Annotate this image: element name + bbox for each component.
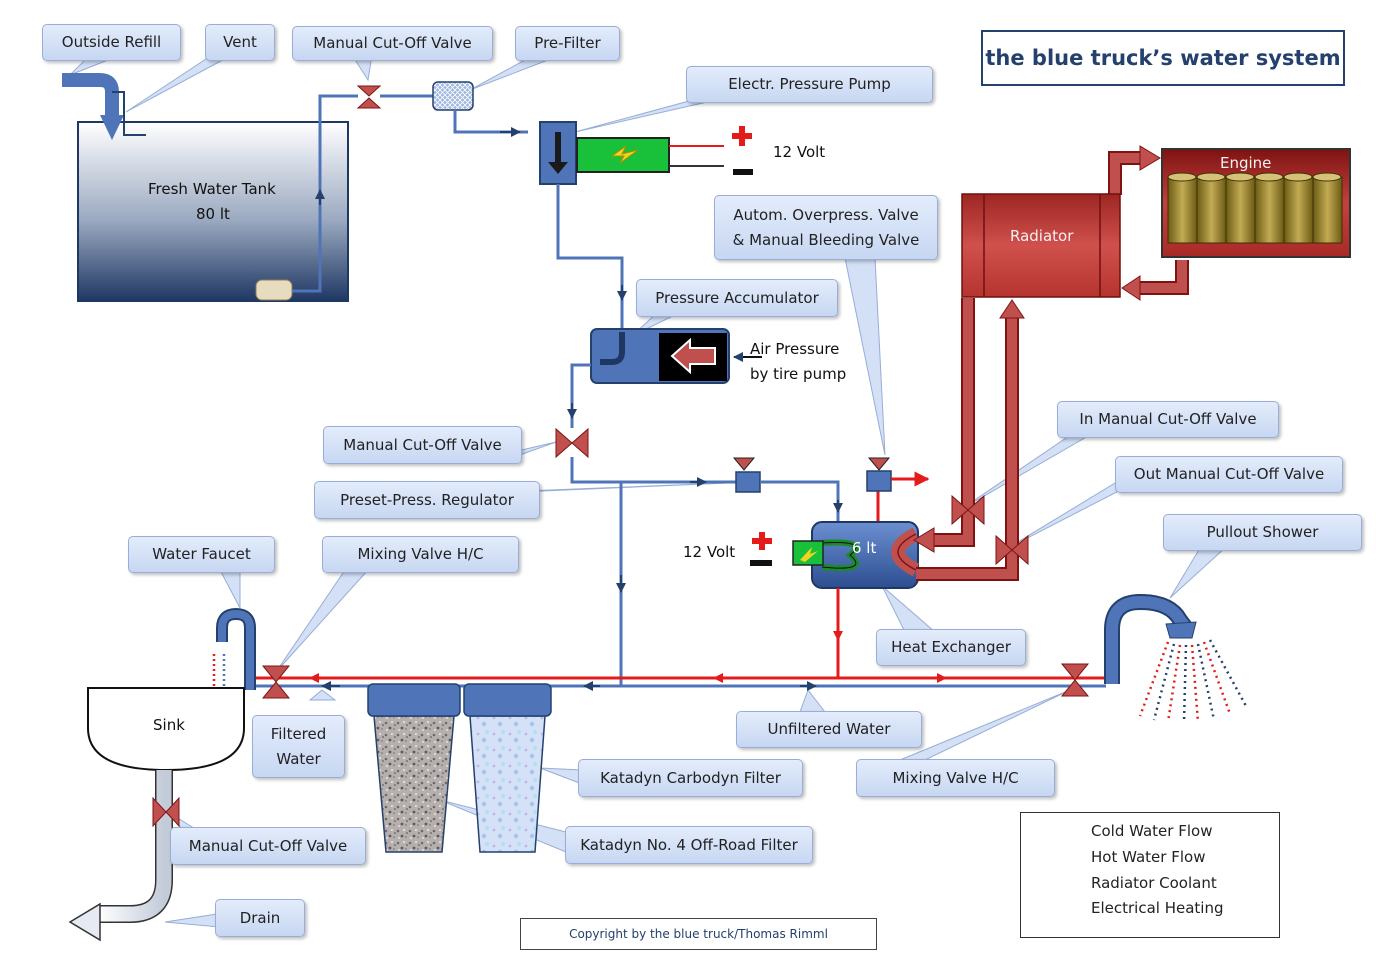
- legend-hot-water: Hot Water Flow: [1091, 848, 1206, 866]
- valve-drain: [152, 796, 180, 828]
- callout-preset-regulator: Preset-Press. Regulator: [314, 481, 540, 519]
- heater-voltage-label: 12 Volt: [683, 543, 736, 561]
- vent-pipe: [112, 91, 146, 136]
- callout-pullout-shower: Pullout Shower: [1163, 514, 1362, 551]
- callout-offroad-filter: Katadyn No. 4 Off-Road Filter: [565, 826, 813, 864]
- engine-label: Engine: [1220, 154, 1272, 172]
- legend-radiator-coolant: Radiator Coolant: [1091, 874, 1217, 892]
- shower-spray: [1138, 639, 1248, 723]
- mixing-valve-left-shape: [261, 665, 291, 699]
- legend-cold-water: Cold Water Flow: [1091, 822, 1213, 840]
- carbodyn-filter: [367, 683, 461, 853]
- coolant-valves: [951, 494, 1029, 566]
- legend: Cold Water Flow Hot Water Flow Radiator …: [1020, 812, 1280, 938]
- mixing-valve-right-shape: [1060, 663, 1090, 697]
- callout-manual-cutoff-top: Manual Cut-Off Valve: [292, 26, 493, 61]
- callout-outside-refill: Outside Refill: [42, 24, 181, 61]
- callout-pressure-accumulator: Pressure Accumulator: [636, 279, 838, 317]
- engine-cylinders: [1167, 172, 1343, 244]
- callout-mixing-valve-right: Mixing Valve H/C: [856, 759, 1055, 797]
- suction-strainer: [255, 279, 293, 301]
- radiator: [961, 193, 1121, 298]
- tank-label-line-2: 80 lt: [196, 205, 230, 223]
- overpress-line-2: & Manual Bleeding Valve: [732, 230, 920, 249]
- callout-heat-exchanger: Heat Exchanger: [876, 629, 1026, 666]
- filtered-line-1: Filtered: [270, 724, 327, 743]
- valve-mid: [555, 427, 589, 459]
- callout-mixing-valve-left: Mixing Valve H/C: [322, 536, 519, 573]
- tank-label-line-1: Fresh Water Tank: [148, 180, 276, 198]
- pressure-regulator: [735, 471, 761, 493]
- callout-manual-cutoff-mid: Manual Cut-Off Valve: [323, 426, 522, 464]
- callout-overpress-valve: Autom. Overpress. Valve & Manual Bleedin…: [714, 195, 938, 260]
- air-pressure-line-2: by tire pump: [750, 365, 847, 383]
- legend-electrical-heating: Electrical Heating: [1091, 899, 1224, 917]
- filtered-line-2: Water: [276, 749, 321, 768]
- callout-in-cutoff: In Manual Cut-Off Valve: [1057, 401, 1279, 438]
- callout-manual-cutoff-drain: Manual Cut-Off Valve: [170, 827, 366, 865]
- callout-out-cutoff: Out Manual Cut-Off Valve: [1115, 456, 1343, 493]
- coolant-lines: [913, 145, 1189, 581]
- sink-label: Sink: [153, 716, 185, 734]
- callout-filtered-water: Filtered Water: [252, 715, 345, 778]
- overpressure-valve: [866, 470, 892, 492]
- refill-pipe: [62, 73, 119, 118]
- drain-pipe: [98, 770, 173, 923]
- callout-carbodyn-filter: Katadyn Carbodyn Filter: [578, 759, 803, 797]
- diagram-title: the blue truck’s water system: [981, 30, 1345, 86]
- copyright-notice: Copyright by the blue truck/Thomas Rimml: [520, 918, 877, 950]
- callout-unfiltered-water: Unfiltered Water: [736, 711, 922, 748]
- fresh-water-tank: [77, 121, 349, 302]
- faucet-pipe: [216, 607, 256, 690]
- callout-electr-pump: Electr. Pressure Pump: [686, 66, 933, 103]
- radiator-label: Radiator: [1010, 227, 1074, 245]
- offroad-filter: [463, 683, 552, 853]
- heat-exchanger-volume-label: 6 lt: [852, 539, 877, 557]
- valve-top: [356, 85, 382, 109]
- callout-pre-filter: Pre-Filter: [515, 26, 620, 61]
- pump-voltage-label: 12 Volt: [773, 143, 826, 161]
- air-pressure-line-1: Air Pressure: [750, 340, 840, 358]
- pump-motor: [576, 137, 670, 173]
- callout-vent: Vent: [205, 24, 275, 61]
- overpress-line-1: Autom. Overpress. Valve: [733, 205, 919, 224]
- callout-drain: Drain: [215, 899, 305, 937]
- callout-water-faucet: Water Faucet: [128, 536, 275, 573]
- pre-filter: [432, 81, 474, 111]
